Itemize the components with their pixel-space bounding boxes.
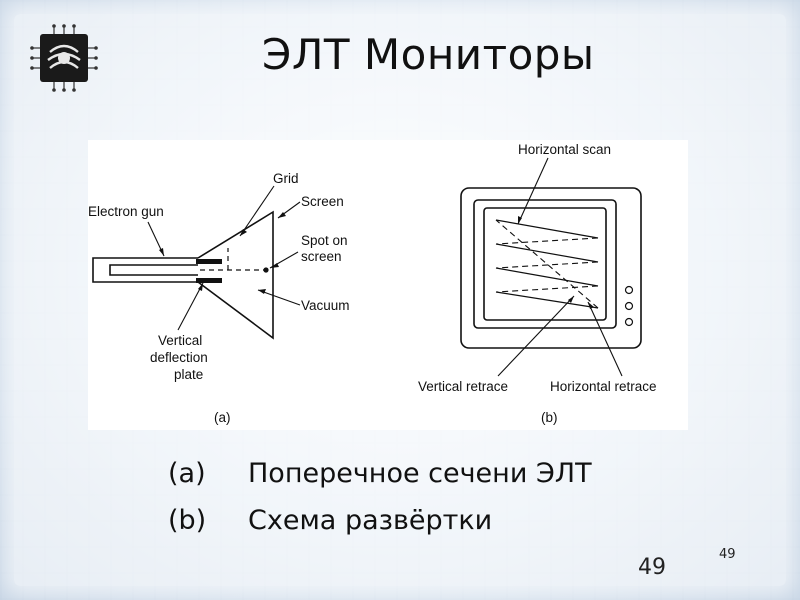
caption-b-text: Схема развёртки (248, 505, 492, 536)
label-horizontal-retrace: Horizontal retrace (550, 379, 657, 394)
label-deflection: deflection (150, 350, 208, 365)
label-vertical-retrace: Vertical retrace (418, 379, 508, 394)
label-screen: Screen (301, 194, 344, 209)
label-spot-on: Spot on (301, 233, 348, 248)
caption-a-text: Поперечное сечени ЭЛТ (248, 458, 592, 489)
crt-neck (93, 258, 198, 282)
crt-bell (198, 212, 273, 338)
label-grid: Grid (273, 171, 299, 186)
crt-figure: Grid Screen Electron gun Spot on screen … (88, 140, 688, 430)
label-spot-screen: screen (301, 249, 342, 264)
label-vertical: Vertical (158, 333, 202, 348)
tag-a: (a) (214, 410, 231, 425)
label-vacuum: Vacuum (301, 298, 350, 313)
tag-b: (b) (541, 410, 558, 425)
lower-plate (196, 278, 222, 283)
label-horizontal-scan: Horizontal scan (518, 142, 611, 157)
slide-title: ЭЛТ Мониторы (262, 30, 595, 79)
deflection-plates (196, 259, 222, 283)
caption-a-label: (a) (168, 458, 248, 489)
upper-plate (196, 259, 222, 264)
caption-b-label: (b) (168, 505, 248, 536)
chip-logo-icon (28, 22, 100, 94)
label-plate: plate (174, 367, 203, 382)
caption-b: (b)Схема развёртки (168, 505, 492, 536)
electron-gun-body (110, 265, 198, 275)
label-electron-gun: Electron gun (88, 204, 164, 219)
crt-cross-section (93, 212, 273, 338)
caption-a: (a)Поперечное сечени ЭЛТ (168, 458, 592, 489)
page-number: 49 (638, 555, 666, 580)
page-number-small: 49 (719, 547, 736, 562)
crt-diagrams-svg: Grid Screen Electron gun Spot on screen … (88, 140, 688, 430)
monitor-buttons (626, 287, 633, 326)
spot-dot (263, 267, 268, 272)
